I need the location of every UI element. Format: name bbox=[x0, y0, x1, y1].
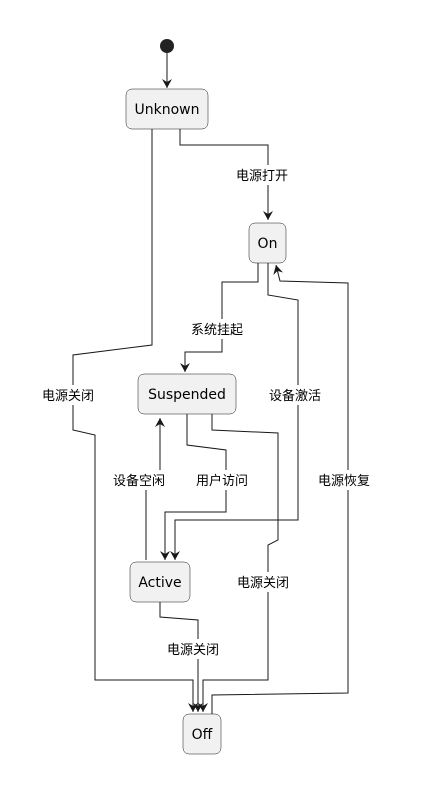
edge-on-active bbox=[170, 263, 299, 560]
svg-text:设备空闲: 设备空闲 bbox=[113, 473, 165, 489]
edge-on-suspended bbox=[180, 263, 259, 372]
label-unknown-off: 电源关闭 bbox=[39, 385, 107, 405]
svg-text:电源打开: 电源打开 bbox=[236, 169, 288, 184]
label-suspended-off: 电源关闭 bbox=[234, 572, 302, 592]
state-on[interactable]: On bbox=[248, 222, 287, 264]
svg-text:电源恢复: 电源恢复 bbox=[318, 474, 370, 489]
state-suspended-label: Suspended bbox=[148, 387, 226, 403]
label-off-on: 电源恢复 bbox=[315, 470, 383, 490]
state-active[interactable]: Active bbox=[129, 561, 191, 603]
label-unknown-on: 电源打开 bbox=[233, 165, 301, 185]
svg-text:电源关闭: 电源关闭 bbox=[167, 643, 219, 658]
label-on-active: 设备激活 bbox=[266, 385, 334, 405]
label-suspended-active: 用户访问 bbox=[193, 470, 261, 490]
edge-suspended-off bbox=[198, 414, 279, 712]
svg-text:用户访问: 用户访问 bbox=[196, 473, 248, 489]
initial-node bbox=[160, 39, 174, 53]
state-active-label: Active bbox=[138, 575, 181, 591]
label-on-suspended: 系统挂起 bbox=[188, 319, 256, 339]
state-off-label: Off bbox=[192, 727, 213, 743]
state-on-label: On bbox=[258, 236, 278, 252]
svg-text:系统挂起: 系统挂起 bbox=[191, 323, 243, 338]
state-off[interactable]: Off bbox=[182, 713, 222, 755]
state-unknown-label: Unknown bbox=[135, 102, 200, 118]
edge-active-off bbox=[159, 602, 203, 712]
state-unknown[interactable]: Unknown bbox=[125, 88, 209, 130]
label-active-off: 电源关闭 bbox=[164, 639, 232, 659]
svg-text:设备激活: 设备激活 bbox=[269, 388, 321, 404]
state-suspended[interactable]: Suspended bbox=[137, 373, 237, 415]
svg-text:电源关闭: 电源关闭 bbox=[42, 389, 94, 404]
edge-unknown-off bbox=[72, 129, 198, 712]
svg-text:电源关闭: 电源关闭 bbox=[237, 576, 289, 591]
label-active-suspended: 设备空闲 bbox=[110, 470, 178, 490]
